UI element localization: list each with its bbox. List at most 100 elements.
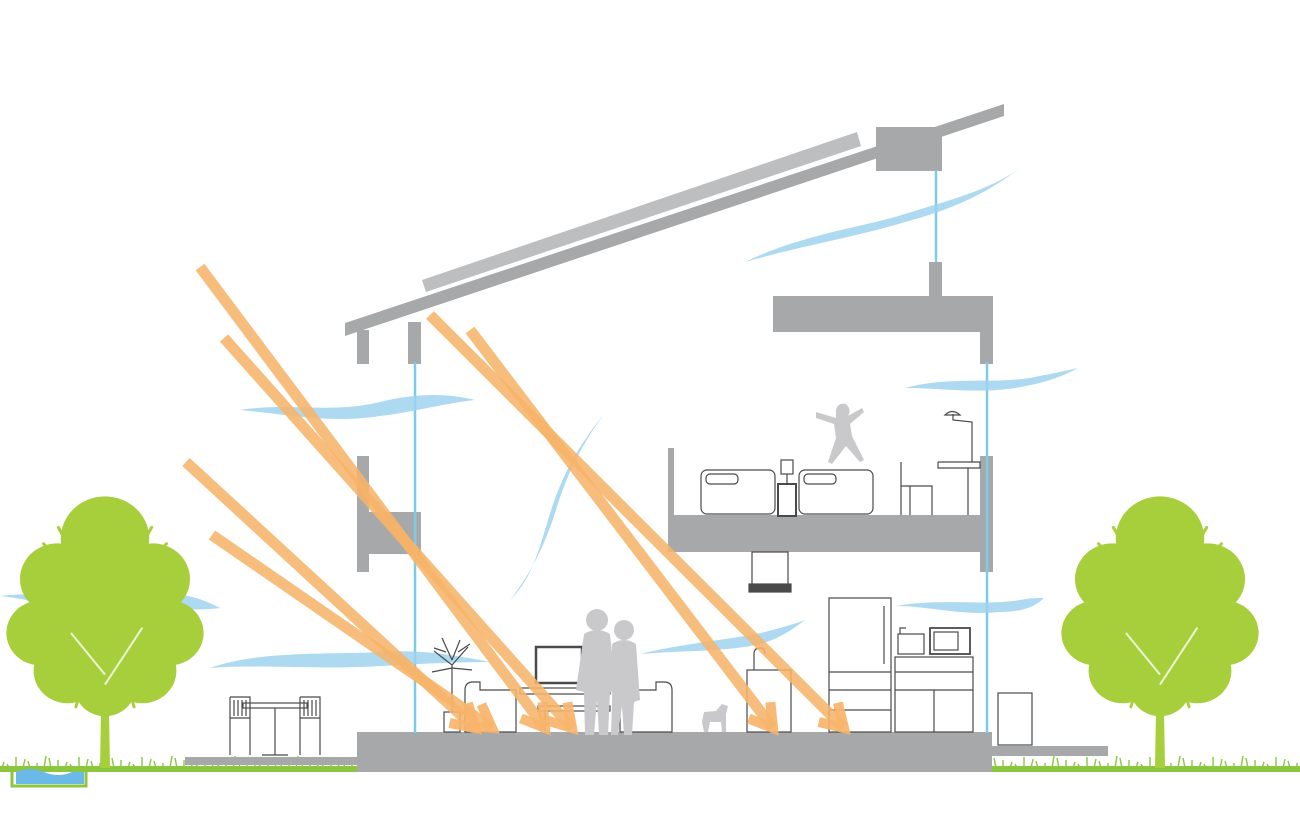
couple-silhouette — [576, 609, 640, 735]
tree-twig — [1129, 514, 1140, 541]
tree-twig — [1194, 673, 1209, 697]
left-post-top-b — [408, 322, 421, 364]
tree-twig — [1166, 508, 1172, 536]
tree-twig — [1219, 628, 1242, 638]
wind-flow — [745, 168, 1020, 262]
right-terrace-slab — [992, 746, 1108, 756]
grass-blade — [90, 760, 94, 769]
wind-flow — [240, 395, 475, 420]
grass-blade — [1072, 761, 1076, 769]
tree-foliage — [1129, 657, 1191, 717]
grass-blade — [1014, 763, 1018, 769]
grass-blade — [69, 763, 73, 769]
tree-twig — [164, 585, 187, 595]
tree-twig — [1085, 646, 1107, 661]
grass-blade — [1224, 760, 1228, 769]
loft-railing — [668, 448, 674, 518]
grass-blade — [1266, 763, 1270, 769]
tree-twig — [139, 673, 154, 697]
sun-ray — [426, 311, 848, 732]
grass-blade — [1, 761, 5, 769]
patio-set — [229, 696, 321, 756]
tree-twig — [42, 661, 60, 681]
pond-edge — [0, 768, 88, 788]
tree-twig — [1180, 514, 1191, 541]
tree-twig — [1166, 687, 1172, 715]
sun-ray-arrowhead — [746, 701, 779, 736]
tree-twig — [42, 542, 60, 562]
tree-twig — [150, 542, 168, 562]
grass-blade — [1009, 761, 1013, 769]
grass-blade — [6, 763, 10, 769]
tree-twig — [93, 687, 99, 715]
main-roof — [345, 104, 1004, 336]
left-terrace-slab — [185, 757, 357, 765]
grass-blade — [1135, 761, 1139, 769]
grass-blade — [1287, 760, 1291, 769]
loft-floor — [668, 515, 993, 552]
grass-blade — [1198, 761, 1202, 769]
tree-twig — [1213, 646, 1235, 661]
tree-twig — [23, 585, 46, 595]
tree-twig — [1180, 682, 1191, 709]
tree-twig — [1097, 661, 1115, 681]
storage-box — [997, 692, 1033, 746]
tree-twig — [111, 687, 117, 715]
tree-branch — [70, 627, 144, 686]
sun-ray — [219, 334, 577, 732]
tree-twig — [1194, 525, 1209, 549]
grass-blade — [174, 757, 178, 769]
tree-twig — [1148, 687, 1154, 715]
tree-twig — [74, 682, 85, 709]
tree-twig — [1213, 562, 1235, 577]
sun-ray — [465, 326, 778, 732]
grass-blade — [1282, 758, 1286, 769]
grass-blade — [1051, 755, 1055, 769]
tree-twig — [1205, 661, 1223, 681]
grass-blade — [1182, 757, 1186, 769]
grass-blade — [1056, 757, 1060, 769]
sun-ray-arrowhead — [545, 701, 579, 736]
grass-blade — [1219, 758, 1223, 769]
grass-blade — [1093, 758, 1097, 769]
occupants — [576, 403, 864, 735]
grass-blade — [1261, 761, 1265, 769]
wind-flow — [905, 368, 1078, 391]
tree-twig — [1078, 628, 1101, 638]
tree-twig — [1078, 585, 1101, 595]
grass-blade — [132, 763, 136, 769]
grass-blade — [43, 755, 47, 769]
grass-blade — [1035, 760, 1039, 769]
grass-blade — [1140, 763, 1144, 769]
grass-blade — [111, 757, 115, 769]
grass-blade — [1119, 757, 1123, 769]
pond-water — [16, 769, 84, 784]
tree-twig — [1085, 562, 1107, 577]
refrigerator — [828, 597, 892, 733]
right-wall-top — [980, 330, 993, 364]
tree-foliage — [54, 562, 156, 661]
solar-panel — [422, 132, 861, 292]
left-post-top-a — [357, 330, 369, 364]
grass-blade — [1030, 758, 1034, 769]
grass-blade — [1240, 755, 1244, 769]
grass-blade — [1245, 757, 1249, 769]
dog-silhouette — [702, 704, 728, 732]
tree-twig — [150, 661, 168, 681]
grass-blade — [169, 755, 173, 769]
grass-blade — [1077, 763, 1081, 769]
tree-twig — [125, 682, 136, 709]
jumping-child-silhouette — [816, 403, 864, 464]
sun-ray-arrowhead — [518, 701, 551, 736]
tree-twig — [23, 628, 46, 638]
sun-ray-arrowhead — [465, 702, 500, 734]
grass-blade — [1098, 760, 1102, 769]
tree-twig — [1111, 673, 1126, 697]
house-structure — [345, 104, 1004, 772]
tree-twig — [111, 508, 117, 536]
grass-blade — [85, 758, 89, 769]
loft-beds — [700, 459, 874, 517]
tree-twig — [1129, 682, 1140, 709]
